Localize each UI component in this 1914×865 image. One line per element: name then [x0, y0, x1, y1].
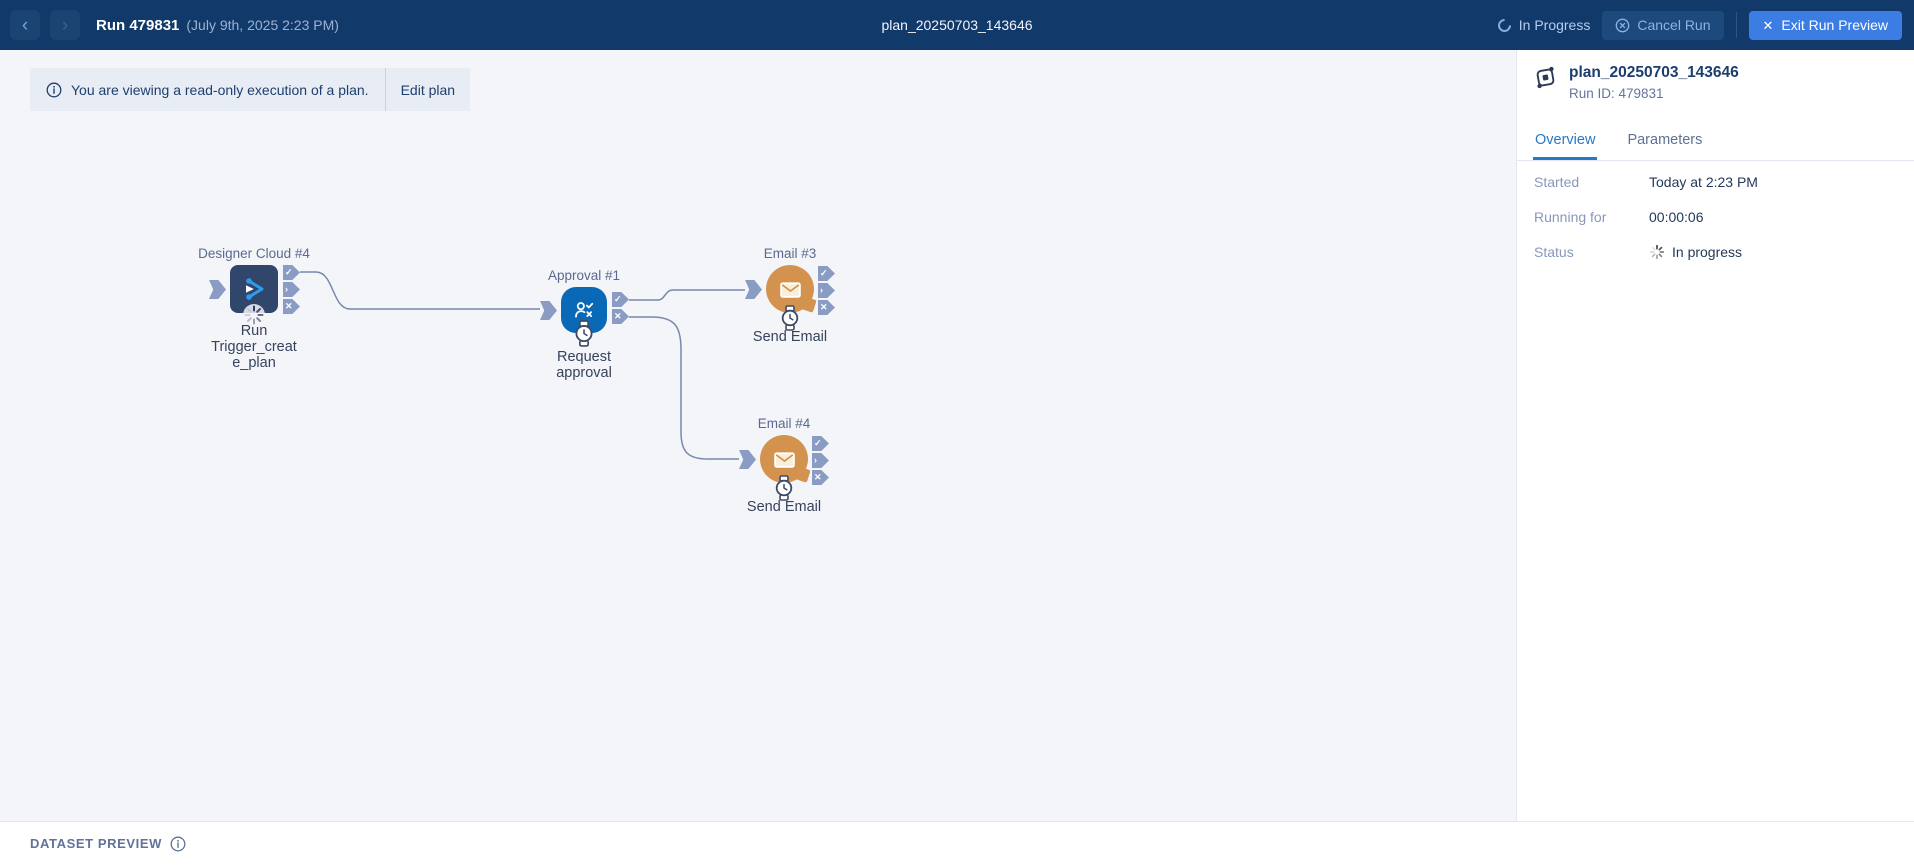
run-title: Run 479831 [96, 16, 180, 34]
chevron-right-icon: › [61, 14, 69, 36]
panel-tabs: Overview Parameters [1517, 128, 1914, 161]
run-status-indicator: In Progress [1495, 15, 1591, 35]
node-name: Request approval [556, 349, 612, 382]
running-spinner-icon [242, 303, 266, 332]
cancel-circle-icon [1616, 18, 1630, 32]
detail-row-running-for: Running for 00:00:06 [1534, 209, 1704, 225]
exit-run-preview-button[interactable]: ✕ Exit Run Preview [1748, 10, 1902, 40]
detail-row-status: Status In progress [1534, 244, 1743, 260]
run-status-text: In Progress [1518, 17, 1591, 33]
spinner-icon [1495, 15, 1514, 35]
node-name: Send Email [746, 499, 822, 515]
plan-title: plan_20250703_143646 [881, 17, 1033, 33]
input-port[interactable] [739, 450, 756, 469]
input-port[interactable] [209, 280, 226, 299]
dataset-preview-bar[interactable]: DATASET PREVIEW [0, 822, 1914, 865]
node-name: Run Trigger_create_plan [211, 323, 297, 372]
node-email-3[interactable]: Email #3 ✓ › ✕ Send Email [745, 246, 835, 345]
connector-lines [300, 271, 745, 460]
node-email-4[interactable]: Email #4 ✓ › ✕ Send Email [739, 416, 829, 515]
email-icon[interactable] [766, 265, 814, 313]
plan-canvas[interactable]: You are viewing a read-only execution of… [0, 50, 1517, 821]
dataset-preview-label: DATASET PREVIEW [30, 836, 163, 851]
success-port[interactable]: ✓ [818, 266, 835, 281]
rejected-port[interactable]: ✕ [612, 309, 629, 324]
node-approval[interactable]: Approval #1 ✓ ✕ Request approval [540, 268, 629, 381]
divider [0, 821, 1914, 822]
started-value: Today at 2:23 PM [1649, 174, 1758, 190]
pending-clock-icon [574, 320, 595, 352]
plan-icon [1536, 66, 1555, 89]
panel-run-id: Run ID: 479831 [1569, 86, 1664, 101]
run-details-panel: plan_20250703_143646 Run ID: 479831 Over… [1517, 50, 1914, 865]
pending-clock-icon [774, 475, 794, 506]
node-name: Send Email [752, 329, 828, 345]
panel-plan-title: plan_20250703_143646 [1569, 64, 1739, 81]
edit-plan-button[interactable]: Edit plan [400, 81, 456, 98]
forward-button[interactable]: › [50, 10, 80, 40]
success-port[interactable]: ✓ [812, 436, 829, 451]
node-task-label: Email #4 [757, 416, 811, 431]
divider [1735, 12, 1737, 38]
run-port[interactable]: › [283, 282, 300, 297]
node-task-label: Approval #1 [547, 268, 621, 283]
input-port[interactable] [540, 301, 557, 320]
running-for-value: 00:00:06 [1649, 209, 1704, 225]
chevron-left-icon: ‹ [21, 14, 29, 36]
success-port[interactable]: ✓ [283, 265, 300, 280]
cancel-run-button[interactable]: Cancel Run [1602, 10, 1724, 40]
run-port[interactable]: › [812, 453, 829, 468]
run-date: (July 9th, 2025 2:23 PM) [186, 17, 339, 33]
back-button[interactable]: ‹ [10, 10, 40, 40]
approved-port[interactable]: ✓ [612, 292, 629, 307]
failure-port[interactable]: ✕ [812, 470, 829, 485]
email-icon[interactable] [760, 435, 808, 483]
node-task-label: Designer Cloud #4 [198, 246, 310, 261]
run-details: Started Today at 2:23 PM Running for 00:… [1534, 174, 1894, 279]
top-bar: ‹ › Run 479831 (July 9th, 2025 2:23 PM) … [0, 0, 1914, 50]
tab-overview[interactable]: Overview [1533, 128, 1598, 160]
pending-clock-icon [780, 305, 800, 336]
divider [384, 68, 386, 111]
status-value: In progress [1672, 244, 1743, 260]
status-spinner-icon [1649, 244, 1665, 260]
run-port[interactable]: › [818, 283, 835, 298]
detail-row-started: Started Today at 2:23 PM [1534, 174, 1758, 190]
info-icon[interactable] [170, 836, 186, 852]
close-icon: ✕ [1762, 17, 1774, 33]
failure-port[interactable]: ✕ [818, 300, 835, 315]
readonly-banner: You are viewing a read-only execution of… [30, 68, 471, 111]
node-task-label: Email #3 [763, 246, 817, 261]
failure-port[interactable]: ✕ [283, 299, 300, 314]
tab-parameters[interactable]: Parameters [1627, 132, 1703, 148]
input-port[interactable] [745, 280, 762, 299]
banner-message: You are viewing a read-only execution of… [71, 81, 369, 98]
node-designer-cloud[interactable]: Designer Cloud #4 ✓ › ✕ [198, 246, 310, 371]
info-icon [46, 82, 62, 97]
